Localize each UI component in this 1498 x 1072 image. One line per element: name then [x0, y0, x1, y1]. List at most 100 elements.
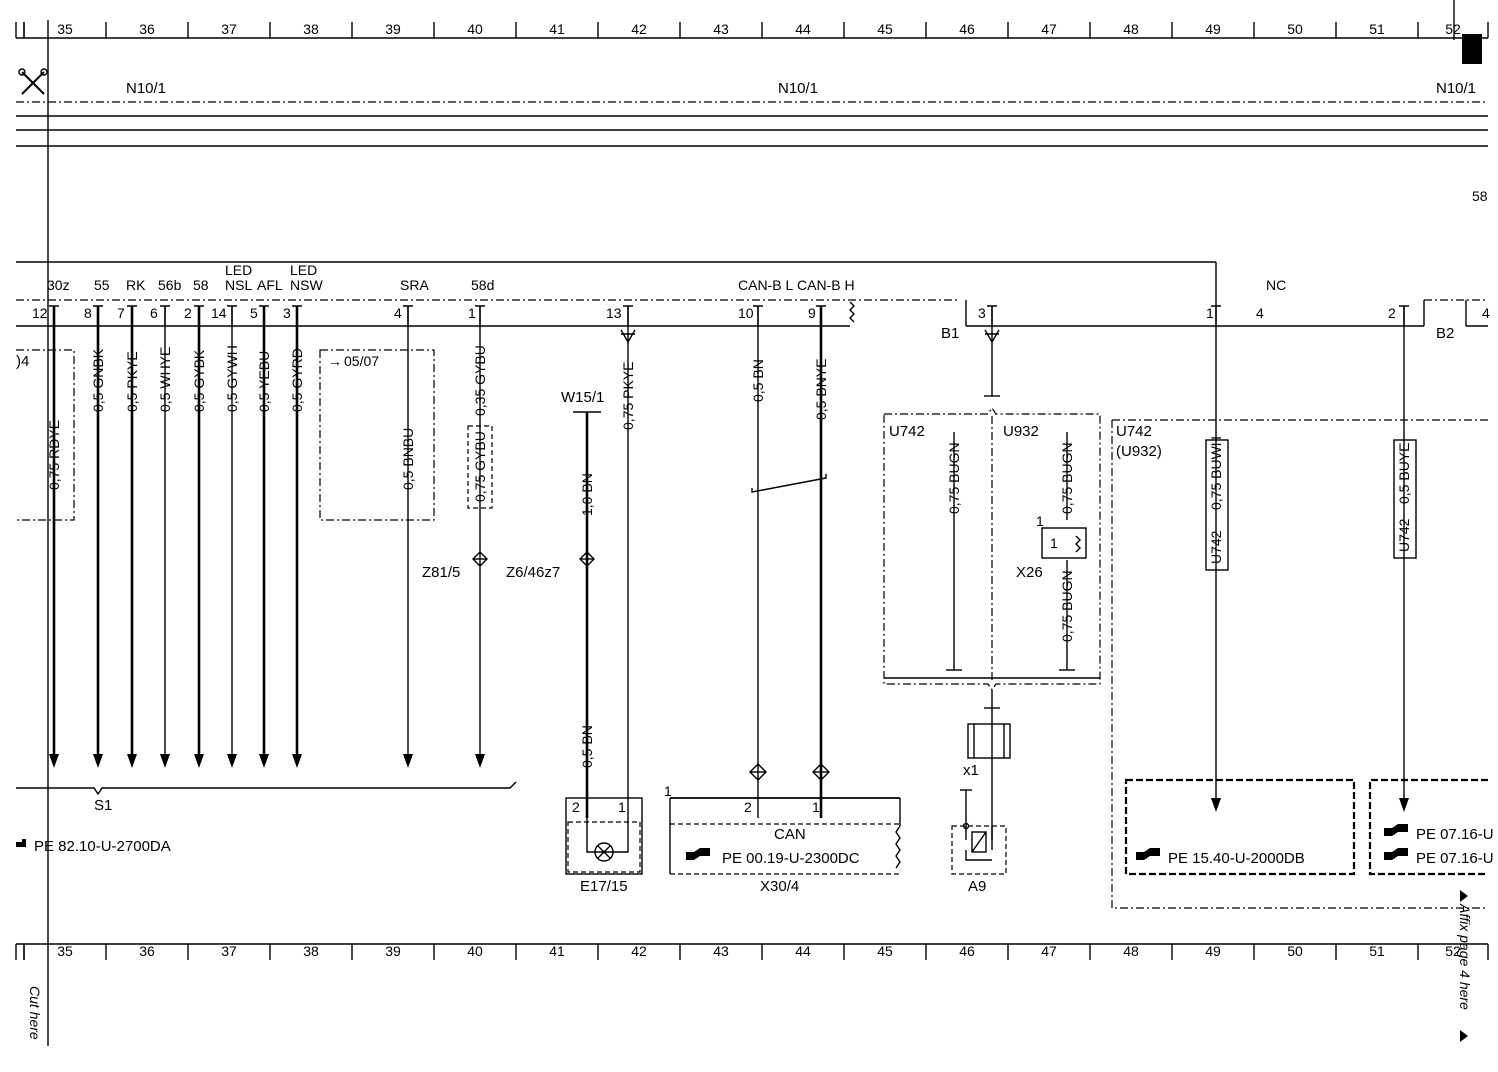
- grid-cell-52: 52: [1445, 21, 1461, 37]
- page-marker: [1462, 34, 1482, 64]
- arrow-down-icon: [259, 754, 269, 768]
- svg-text:55: 55: [94, 277, 110, 293]
- arrow-down-icon: [194, 754, 204, 768]
- svg-text:NSW: NSW: [290, 277, 323, 293]
- svg-text:12: 12: [32, 305, 48, 321]
- svg-text:NC: NC: [1266, 277, 1286, 293]
- hand-icon: [1136, 848, 1160, 860]
- u742-label: U742: [889, 423, 925, 440]
- svg-text:3: 3: [978, 305, 986, 321]
- b2-label: B2: [1436, 325, 1454, 342]
- z646-label: Z6/46z7: [506, 564, 560, 581]
- svg-text:→: →: [328, 353, 342, 369]
- x1-component: [967, 723, 1011, 759]
- pe00-ref: PE 00.19-U-2300DC: [722, 850, 860, 867]
- grid-cell-35: 35: [57, 21, 73, 37]
- affix-label: Affix page 4 here: [1457, 903, 1473, 1010]
- e1715-label: E17/15: [580, 878, 628, 895]
- svg-text:U742: U742: [1208, 530, 1224, 564]
- svg-text:CAN-B H: CAN-B H: [797, 277, 855, 293]
- variant-0507-box: [319, 349, 435, 521]
- grid-cell-36: 36: [139, 943, 155, 959]
- svg-text:LED: LED: [290, 262, 317, 278]
- w151-label: W15/1: [561, 389, 604, 406]
- svg-text:58d: 58d: [471, 277, 494, 293]
- hand-icon: [1384, 848, 1408, 860]
- pin-labels: 30z 55 RK 56b 58 LED NSL AFL LED NSW SRA…: [47, 262, 1286, 293]
- x1-label: x1: [963, 762, 979, 779]
- grid-cell-52: 52: [1445, 943, 1461, 959]
- grid-cell-50: 50: [1287, 943, 1303, 959]
- svg-text:30z: 30z: [47, 277, 70, 293]
- svg-text:U742: U742: [1396, 518, 1412, 552]
- svg-text:0,5 GYWH: 0,5 GYWH: [224, 345, 240, 412]
- grid-cell-36: 36: [139, 21, 155, 37]
- svg-text:0,5 BUYE: 0,5 BUYE: [1396, 443, 1412, 504]
- grid-cell-39: 39: [385, 21, 401, 37]
- u742r-label: U742: [1116, 423, 1152, 440]
- s1-label: S1: [94, 797, 112, 814]
- svg-text:4: 4: [1256, 305, 1264, 321]
- svg-text:0,5 BN: 0,5 BN: [579, 725, 595, 768]
- grid-cell-38: 38: [303, 943, 319, 959]
- svg-text:4: 4: [394, 305, 402, 321]
- x304-label: X30/4: [760, 878, 799, 895]
- wires: [52, 306, 1405, 850]
- svg-text:0,75 BUGN: 0,75 BUGN: [946, 442, 962, 514]
- grid-cell-44: 44: [795, 21, 811, 37]
- svg-text:1: 1: [1050, 535, 1058, 551]
- svg-text:1: 1: [1036, 513, 1044, 529]
- grid-cell-46: 46: [959, 943, 975, 959]
- svg-text:1: 1: [812, 799, 820, 815]
- svg-text:0,75 RDYE: 0,75 RDYE: [46, 420, 62, 490]
- u742-u932-box: [883, 406, 1101, 692]
- svg-text:1: 1: [618, 799, 626, 815]
- svg-text:0,5 YEBU: 0,5 YEBU: [256, 351, 272, 412]
- svg-text:2: 2: [744, 799, 752, 815]
- svg-text:0,35 GYBU: 0,35 GYBU: [472, 345, 488, 416]
- svg-text:0,5 PKYE: 0,5 PKYE: [124, 351, 140, 412]
- grid-cell-43: 43: [713, 943, 729, 959]
- pe82-ref: PE 82.10-U-2700DA: [34, 838, 171, 855]
- n10-left-label: N10/1: [126, 80, 166, 97]
- wire-arrows: [49, 754, 1409, 812]
- svg-text:0,75 BUGN: 0,75 BUGN: [1059, 442, 1075, 514]
- arrow-down-icon: [49, 754, 59, 768]
- grid-cell-51: 51: [1369, 21, 1385, 37]
- e1715-housing: [565, 797, 643, 875]
- arrow-down-icon: [160, 754, 170, 768]
- n10-mid-label: N10/1: [778, 80, 818, 97]
- b1-label: B1: [941, 325, 959, 342]
- grid-cell-37: 37: [221, 21, 237, 37]
- wire-labels: 0,75 RDYE 0,5 GNBK 0,5 PKYE 0,5 WHYE 0,5…: [46, 345, 1412, 768]
- grid-cell-51: 51: [1369, 943, 1385, 959]
- svg-text:56b: 56b: [158, 277, 182, 293]
- svg-text:7: 7: [117, 305, 125, 321]
- grid-cell-47: 47: [1041, 943, 1057, 959]
- svg-text:0,75 GYBU: 0,75 GYBU: [472, 431, 488, 502]
- splice-points: [472, 551, 595, 567]
- grid-cell-42: 42: [631, 943, 647, 959]
- pe15-box: [1124, 778, 1356, 876]
- grid-cell-43: 43: [713, 21, 729, 37]
- a9-component: [951, 825, 1007, 875]
- pe07a-ref: PE 07.16-U: [1416, 826, 1494, 843]
- u932-label: U932: [1003, 423, 1039, 440]
- grid-cell-48: 48: [1123, 943, 1139, 959]
- grid-cell-41: 41: [549, 943, 565, 959]
- svg-text:0,5 GYBK: 0,5 GYBK: [191, 349, 207, 412]
- hand-icon: [686, 848, 710, 860]
- page-ref: 58: [1472, 188, 1488, 204]
- grid-cell-42: 42: [631, 21, 647, 37]
- svg-text:RK: RK: [126, 277, 146, 293]
- grid-cell-40: 40: [467, 21, 483, 37]
- svg-text:1: 1: [1206, 305, 1214, 321]
- svg-text:1: 1: [664, 783, 672, 799]
- svg-text:0,75 PKYE: 0,75 PKYE: [620, 362, 636, 431]
- pe07b-ref: PE 07.16-U: [1416, 850, 1494, 867]
- svg-text:0,5 BN: 0,5 BN: [750, 359, 766, 402]
- arrow-down-icon: [475, 754, 485, 768]
- svg-text:0,75 BUGN: 0,75 BUGN: [1059, 570, 1075, 642]
- grid-cell-47: 47: [1041, 21, 1057, 37]
